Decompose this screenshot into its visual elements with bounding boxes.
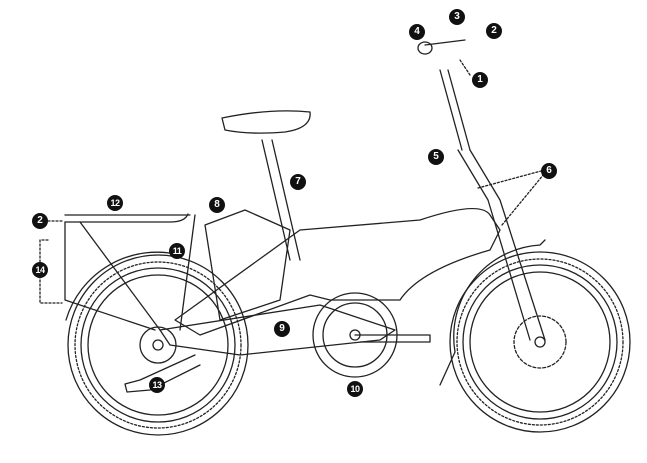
callout-10: 10 bbox=[347, 381, 363, 397]
callout-12: 12 bbox=[107, 195, 123, 211]
leader-6a bbox=[477, 170, 542, 189]
front-fender bbox=[453, 239, 546, 353]
rear-wheel bbox=[67, 254, 249, 436]
callout-9: 9 bbox=[274, 321, 290, 337]
front-wheel bbox=[449, 251, 631, 433]
chain-guard bbox=[159, 304, 396, 356]
leader-1 bbox=[459, 59, 471, 76]
callout-14: 14 bbox=[32, 262, 48, 278]
callout-5: 5 bbox=[428, 149, 444, 165]
callout-13: 13 bbox=[149, 377, 165, 393]
callout-6: 6 bbox=[541, 163, 557, 179]
frame-main bbox=[174, 207, 501, 336]
leader-6b bbox=[501, 173, 545, 226]
seat bbox=[221, 110, 311, 261]
callout-1: 1 bbox=[472, 72, 488, 88]
callout-11: 11 bbox=[169, 243, 185, 259]
rear-rack bbox=[64, 213, 196, 331]
stem bbox=[417, 39, 546, 341]
callout-7: 7 bbox=[290, 174, 306, 190]
callout-2: 2 bbox=[486, 23, 502, 39]
chainring bbox=[312, 292, 431, 378]
callout-8: 8 bbox=[209, 197, 225, 213]
callout-4: 4 bbox=[409, 24, 425, 40]
callout-2: 2 bbox=[32, 213, 48, 229]
callout-3: 3 bbox=[449, 9, 465, 25]
